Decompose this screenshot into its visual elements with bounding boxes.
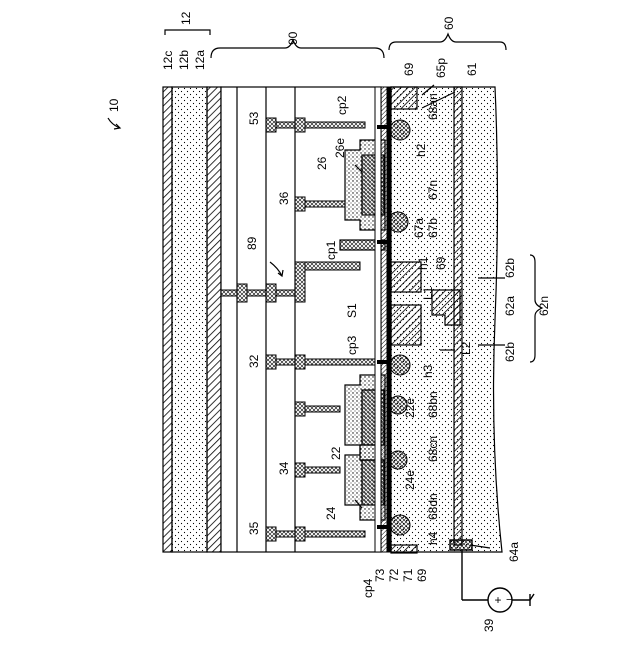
label-68cn: 68cn: [426, 436, 440, 462]
label-L2: L2: [459, 341, 473, 355]
label-32: 32: [247, 354, 261, 368]
label-h2: h2: [414, 143, 428, 157]
label-cp1: cp1: [324, 240, 338, 260]
label-62b-top: 62b: [503, 258, 517, 278]
layer-12c: [163, 87, 172, 552]
label-89: 89: [245, 236, 259, 250]
label-35: 35: [247, 521, 261, 535]
label-60: 60: [442, 16, 456, 30]
label-cp3: cp3: [345, 335, 359, 355]
label-53: 53: [247, 111, 261, 125]
label-72: 72: [387, 568, 401, 582]
layer-12b: [172, 87, 207, 552]
label-68an: 68an: [426, 93, 440, 120]
label-65p: 65p: [434, 58, 448, 78]
label-39: 39: [482, 618, 496, 632]
layer-12a: [207, 87, 221, 552]
label-L1: L1: [421, 286, 435, 300]
label-12: 12: [179, 11, 193, 25]
label-69-mid: 69: [434, 256, 448, 270]
label-12b: 12b: [177, 50, 191, 70]
label-12a: 12a: [193, 50, 207, 70]
label-26: 26: [315, 156, 329, 170]
label-62a: 62a: [503, 296, 517, 316]
label-61: 61: [465, 62, 479, 76]
label-71: 71: [401, 568, 415, 582]
surface-layers: [375, 87, 391, 552]
label-36: 36: [277, 191, 291, 205]
label-67n: 67n: [426, 180, 440, 200]
minus-sign: −: [506, 594, 512, 606]
label-24: 24: [324, 506, 338, 520]
label-73: 73: [373, 568, 387, 582]
label-26e: 26e: [333, 138, 347, 158]
label-67b: 67b: [426, 218, 440, 238]
plus-sign: +: [494, 593, 501, 607]
label-62b-bot: 62b: [503, 342, 517, 362]
label-10: 10: [107, 98, 121, 112]
label-90: 90: [286, 31, 300, 45]
label-22e: 22e: [403, 398, 417, 418]
label-34: 34: [277, 461, 291, 475]
label-69-top: 69: [402, 62, 416, 76]
label-S1: S1: [345, 303, 359, 318]
label-68bn: 68bn: [426, 391, 440, 418]
label-cp2: cp2: [335, 95, 349, 115]
label-69-bot: 69: [415, 568, 429, 582]
label-22: 22: [329, 446, 343, 460]
label-67a: 67a: [412, 218, 426, 238]
label-h4: h4: [426, 531, 440, 545]
label-12c: 12c: [161, 51, 175, 70]
label-62n: 62n: [537, 296, 551, 316]
label-64a: 64a: [507, 542, 521, 562]
label-h1: h1: [416, 256, 430, 270]
label-h3: h3: [421, 364, 435, 378]
label-24e: 24e: [403, 470, 417, 490]
label-68dn: 68dn: [426, 493, 440, 520]
